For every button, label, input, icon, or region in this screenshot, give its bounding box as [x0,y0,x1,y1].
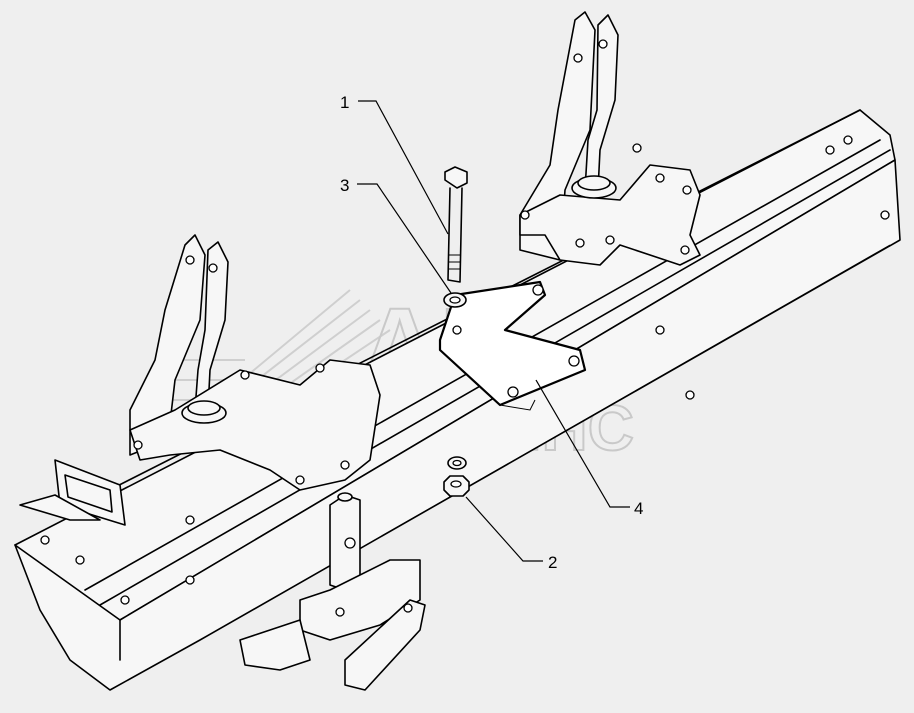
callouts: 1 2 3 4 [340,93,643,572]
leader-3 [357,183,452,294]
part-4-plate [438,280,587,411]
front-mount-bracket [129,234,381,491]
callout-3: 3 [340,176,349,195]
callout-4: 4 [634,499,643,518]
leader-4 [535,379,630,508]
callout-1: 1 [340,93,349,112]
leader-1 [358,100,449,235]
rear-mount-bracket [519,11,701,266]
lower-lug [239,492,421,671]
part-2-nut [443,456,470,497]
spring-tab [19,459,126,526]
leader-2 [465,496,543,562]
lower-link [344,599,426,691]
part-3-washer [443,292,467,308]
part-1-bolt [444,166,468,283]
callout-2: 2 [548,553,557,572]
